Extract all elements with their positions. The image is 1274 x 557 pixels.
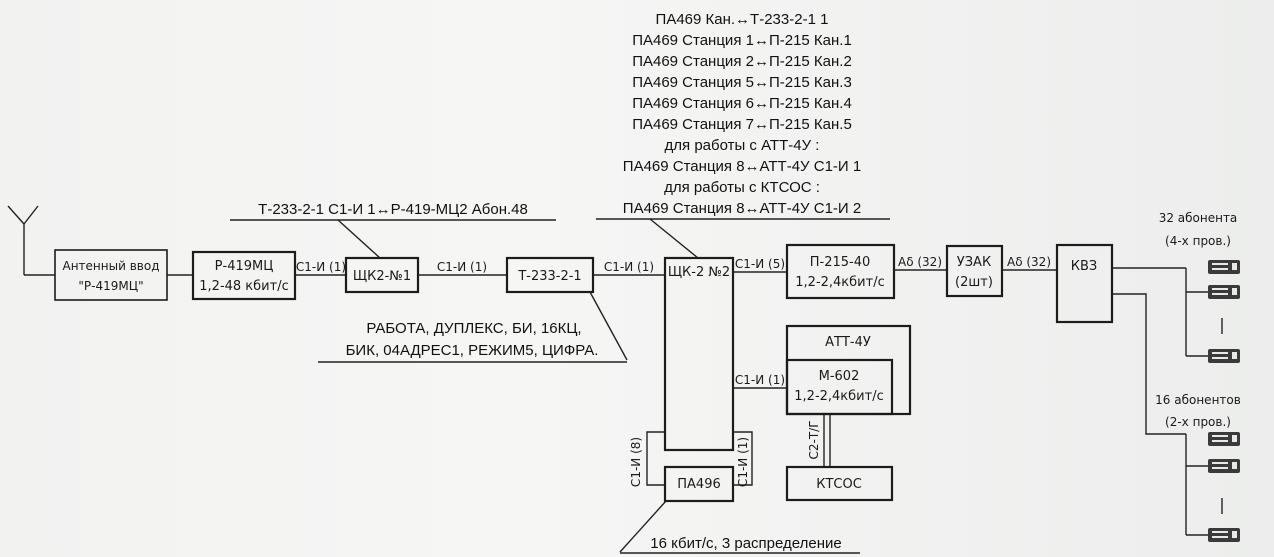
top-note-line: ПА469 Станция 2↔П-215 Кан.2 bbox=[632, 53, 852, 70]
m602-label: М-602 bbox=[819, 369, 860, 384]
m602-block bbox=[785, 358, 894, 416]
subscriber-group-b-count: 16 абонентов bbox=[1155, 393, 1241, 407]
top-note-line: ПА469 Станция 8↔АТТ-4У С1-И 1 bbox=[623, 158, 861, 175]
link-label: С1-И (5) bbox=[735, 257, 785, 271]
top-note-line: для работы с АТТ-4У : bbox=[665, 137, 820, 154]
link-label-vertical: С1-И (1) bbox=[736, 437, 750, 487]
subscriber-group-b-type: (2-х пров.) bbox=[1165, 415, 1231, 429]
link-kvz-group-b bbox=[1112, 293, 1186, 435]
top-note-line: ПА469 Станция 5↔П-215 Кан.3 bbox=[632, 74, 852, 91]
p215-label: П-215-40 bbox=[810, 255, 871, 270]
m602-rate: 1,2-2,4кбит/с bbox=[794, 389, 883, 404]
link-label-vertical: С2-Т/Г bbox=[807, 420, 821, 459]
kvz-block bbox=[1055, 243, 1114, 324]
top-note: ПА469 Кан.↔Т-233-2-1 1 ПА469 Станция 1↔П… bbox=[623, 11, 861, 217]
uzak-block bbox=[945, 244, 1004, 298]
pa496-label: ПА496 bbox=[677, 477, 720, 492]
uzak-count: (2шт) bbox=[955, 275, 993, 290]
mode-note-leader bbox=[589, 291, 628, 361]
link-label-vertical: С1-И (8) bbox=[629, 437, 643, 487]
ktsos-block bbox=[785, 465, 894, 502]
link-label: Аδ (32) bbox=[898, 255, 942, 269]
top-note-line: ПА469 Станция 8↔АТТ-4У С1-И 2 bbox=[623, 200, 861, 217]
top-note-leader bbox=[649, 218, 699, 259]
mode-note-line: РАБОТА, ДУПЛЕКС, БИ, 16КЦ, bbox=[366, 320, 581, 337]
bottom-note: 16 кбит/с, 3 распределение bbox=[650, 535, 841, 552]
r419mc-rate: 1,2-48 кбит/с bbox=[199, 279, 288, 294]
shk2-2-label: ЩК-2 №2 bbox=[668, 265, 730, 280]
pa496-block bbox=[663, 465, 735, 503]
top-note-line: для работы с КТСОС : bbox=[664, 179, 820, 196]
subscriber-group-a-type: (4-х пров.) bbox=[1165, 234, 1231, 248]
p215-rate: 1,2-2,4кбит/с bbox=[795, 275, 884, 290]
t233-label: Т-233-2-1 bbox=[517, 269, 581, 284]
top-note-line: ПА469 Кан.↔Т-233-2-1 1 bbox=[656, 11, 829, 28]
antenna-input-model: "Р-419МЦ" bbox=[78, 279, 143, 293]
phone-icon bbox=[1208, 285, 1240, 299]
antenna-input-label: Антенный ввод bbox=[63, 259, 160, 273]
link-label: С1-И (1) bbox=[735, 373, 785, 387]
subscriber-group-a-count: 32 абонента bbox=[1159, 211, 1238, 225]
link-label: С1-И (1) bbox=[296, 260, 346, 274]
top-note-line: ПА469 Станция 1↔П-215 Кан.1 bbox=[632, 32, 852, 49]
link-shk2-2-pa496-left bbox=[646, 431, 665, 486]
link-note-leader bbox=[337, 219, 381, 259]
link-label: С1-И (1) bbox=[437, 260, 487, 274]
shk2-1-label: ЩК2-№1 bbox=[353, 269, 411, 284]
link-label: С1-И (1) bbox=[604, 260, 654, 274]
antenna-icon bbox=[7, 205, 55, 276]
ktsos-label: КТСОС bbox=[816, 477, 862, 492]
att4u-label: АТТ-4У bbox=[825, 335, 871, 350]
top-note-line: ПА469 Станция 6↔П-215 Кан.4 bbox=[632, 95, 852, 112]
phone-icon bbox=[1208, 432, 1240, 446]
phone-icon bbox=[1208, 459, 1240, 473]
link-note: Т-233-2-1 С1-И 1↔Р-419-МЦ2 Абон.48 bbox=[258, 201, 528, 218]
bottom-note-leader bbox=[619, 500, 667, 553]
link-shk2-2-pa496-right bbox=[733, 431, 753, 486]
phone-icon bbox=[1208, 528, 1240, 542]
link-label: Аδ (32) bbox=[1007, 255, 1051, 269]
mode-note-line: БИК, 04АДРЕС1, РЕЖИМ5, ЦИФРА. bbox=[346, 342, 599, 359]
r419mc-label: Р-419МЦ bbox=[215, 259, 274, 274]
shk2-2-block bbox=[663, 256, 735, 452]
kvz-label: КВЗ bbox=[1071, 259, 1097, 274]
phone-icon bbox=[1208, 349, 1240, 363]
top-note-line: ПА469 Станция 7↔П-215 Кан.5 bbox=[632, 116, 852, 133]
phone-icon bbox=[1208, 260, 1240, 274]
uzak-label: УЗАК bbox=[957, 255, 991, 270]
p215-block bbox=[785, 243, 896, 300]
